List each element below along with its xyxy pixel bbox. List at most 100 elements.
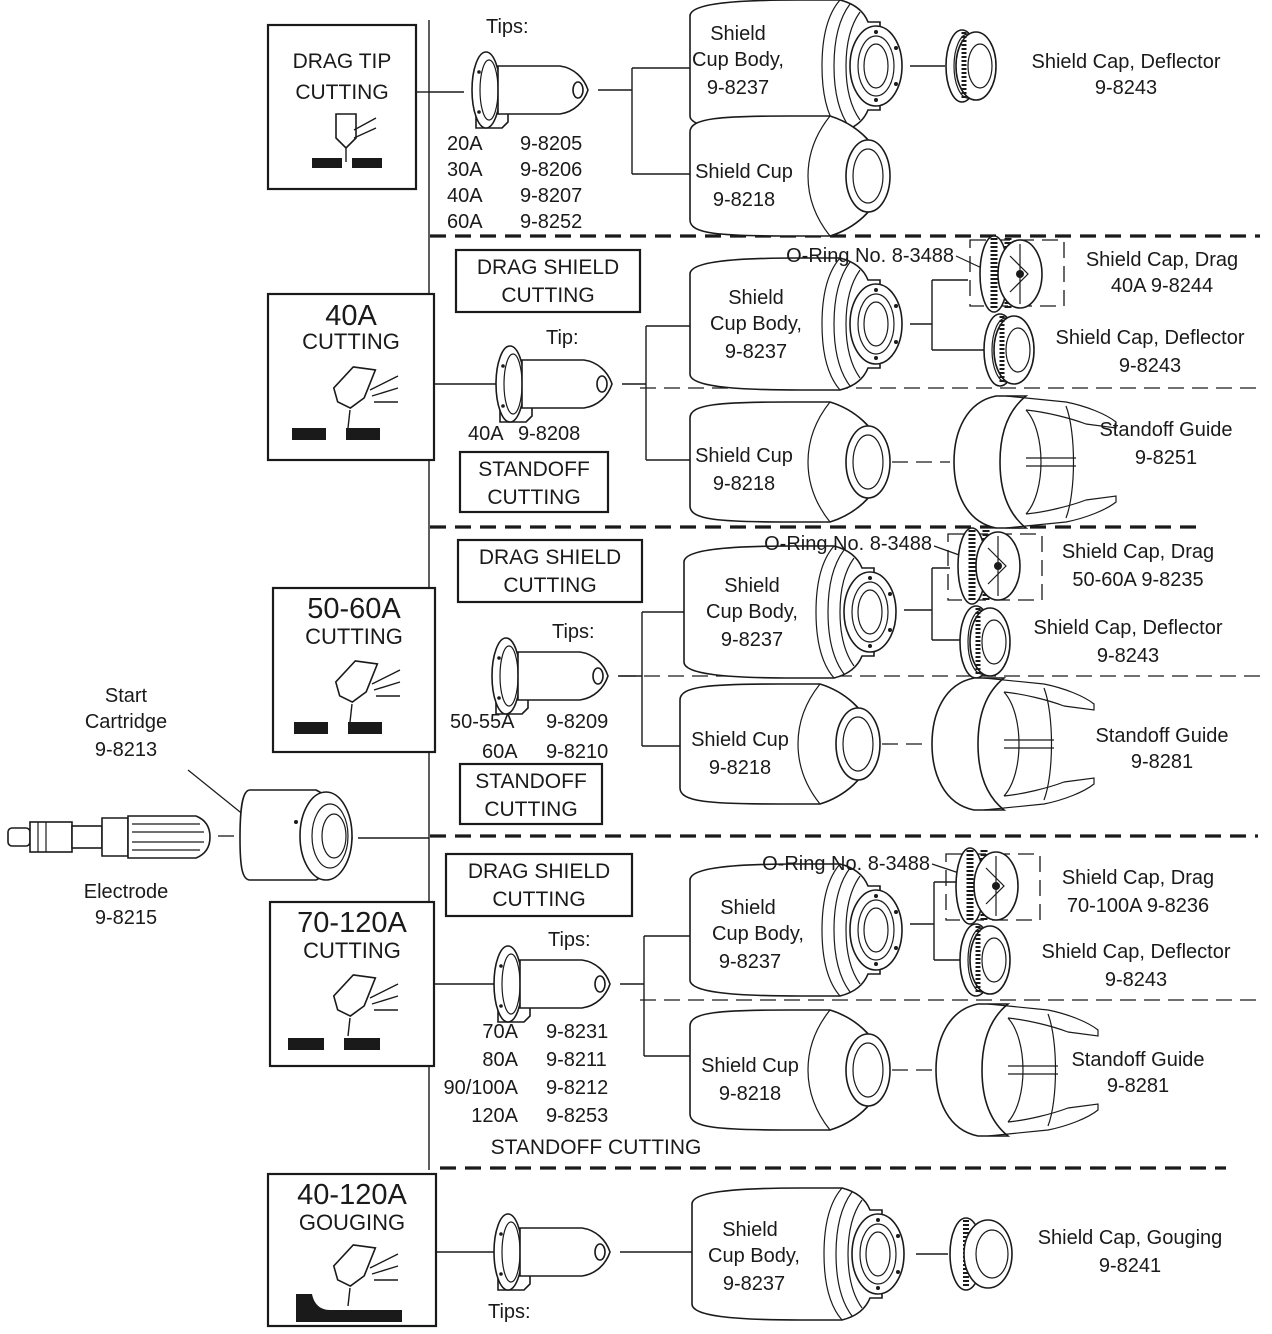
electrode-part	[8, 816, 210, 858]
shield-cup-number: 9-8218	[713, 473, 775, 495]
tip-part-number: 9-8208	[518, 423, 580, 445]
shield-cup-body-label: Shield	[720, 897, 776, 919]
tips-label: Tips:	[488, 1301, 531, 1323]
shield-cup-body-number: 9-8237	[719, 951, 781, 973]
oring-label: O-Ring No. 8-3488	[786, 245, 954, 267]
shield-cap-drag-part	[958, 528, 1020, 604]
standoff-guide-number: 9-8281	[1131, 751, 1193, 773]
drag-shield-title: CUTTING	[503, 574, 596, 597]
shield-cap-gouging-number: 9-8241	[1099, 1255, 1161, 1277]
shield-cup-body-label: Shield	[722, 1219, 778, 1241]
standoff-guide-part	[932, 678, 1094, 810]
drag-shield-title: DRAG SHIELD	[477, 256, 619, 279]
tip-amp: 70A	[482, 1021, 518, 1043]
tip-part	[492, 638, 608, 714]
shield-cup-body-label: Shield	[724, 575, 780, 597]
standoff-title: STANDOFF	[478, 458, 590, 481]
shield-cap-drag-part	[956, 848, 1018, 924]
standoff-guide-label: Standoff Guide	[1099, 419, 1232, 441]
tip-amp: 50-55A	[450, 711, 515, 733]
tip-part	[494, 1214, 610, 1290]
shield-cup-body-label: Cup Body,	[706, 601, 798, 623]
shield-cup-body-number: 9-8237	[723, 1273, 785, 1295]
shield-cup-body-label: Cup Body,	[710, 313, 802, 335]
amp-rating: 40A	[325, 300, 377, 332]
tip-part-number: 9-8211	[546, 1049, 607, 1071]
tip-part-number: 9-8207	[520, 185, 582, 207]
standoff-title: CUTTING	[484, 798, 577, 821]
shield-cup-body-label: Shield	[710, 23, 766, 45]
tip-list: 70A 9-8231 80A 9-8211 90/100A 9-8212 120…	[443, 1021, 608, 1127]
shield-cap-deflector-number: 9-8243	[1119, 355, 1181, 377]
drag-shield-title: DRAG SHIELD	[479, 546, 621, 569]
shield-cup-body-number: 9-8237	[721, 629, 783, 651]
shield-cup-label: Shield Cup	[691, 729, 789, 751]
shield-cap-gouging-part	[950, 1218, 1012, 1290]
tip-amp: 120A	[471, 1105, 518, 1127]
standoff-guide-number: 9-8251	[1135, 447, 1197, 469]
shield-cup-body-label: Cup Body,	[692, 49, 784, 71]
tip-amp: 20A	[447, 133, 483, 155]
amp-rating: 40-120A	[297, 1179, 407, 1211]
oring-label: O-Ring No. 8-3488	[762, 853, 930, 875]
tip-part-number: 9-8212	[546, 1077, 608, 1099]
shield-cup-label: Shield Cup	[701, 1055, 799, 1077]
shield-cap-deflector-number: 9-8243	[1097, 645, 1159, 667]
amp-rating: 50-60A	[307, 593, 401, 625]
shield-cap-drag-number: 50-60A 9-8235	[1072, 569, 1203, 591]
shield-cap-drag-label: Shield Cap, Drag	[1086, 249, 1238, 271]
standoff-guide-label: Standoff Guide	[1071, 1049, 1204, 1071]
electrode-number: 9-8215	[95, 907, 157, 929]
oring-label: O-Ring No. 8-3488	[764, 533, 932, 555]
start-cartridge-label: Start	[105, 685, 148, 707]
tip-part	[496, 346, 612, 422]
tip-list: 20A 9-8205 30A 9-8206 40A 9-8207 60A 9-8…	[447, 133, 582, 233]
tip-part-number: 9-8206	[520, 159, 582, 181]
start-cartridge-number: 9-8213	[95, 739, 157, 761]
mode-label: CUTTING	[303, 938, 401, 963]
drag-shield-title: CUTTING	[492, 888, 585, 911]
tip-amp: 60A	[482, 741, 518, 763]
tip-part-number: 9-8253	[546, 1105, 608, 1127]
standoff-guide-number: 9-8281	[1107, 1075, 1169, 1097]
standoff-guide-part	[954, 396, 1116, 528]
shield-cup-label: Shield Cup	[695, 161, 793, 183]
tip-amp: 80A	[482, 1049, 518, 1071]
shield-cap-deflector-part	[984, 314, 1034, 386]
shield-cup-number: 9-8218	[719, 1083, 781, 1105]
shield-cup-body-number: 9-8237	[707, 77, 769, 99]
tip-amp: 40A	[468, 423, 504, 445]
drag-shield-title: CUTTING	[501, 284, 594, 307]
shield-cap-deflector-number: 9-8243	[1095, 77, 1157, 99]
tip-part-number: 9-8210	[546, 741, 608, 763]
shield-cup-label: Shield Cup	[695, 445, 793, 467]
shield-cap-deflector-label: Shield Cap, Deflector	[1042, 941, 1231, 963]
tip-part-number: 9-8231	[546, 1021, 608, 1043]
start-cartridge-label: Cartridge	[85, 711, 167, 733]
shield-cap-deflector-label: Shield Cap, Deflector	[1034, 617, 1223, 639]
shield-cap-deflector-label: Shield Cap, Deflector	[1056, 327, 1245, 349]
shield-cup-number: 9-8218	[709, 757, 771, 779]
tip-amp: 30A	[447, 159, 483, 181]
mode-label: CUTTING	[302, 329, 400, 354]
tip-part	[472, 52, 588, 128]
shield-cap-drag-part	[980, 236, 1042, 312]
mode-title-line2: CUTTING	[295, 81, 388, 104]
tip-part-number: 9-8205	[520, 133, 582, 155]
drag-shield-title: DRAG SHIELD	[468, 860, 610, 883]
tips-label: Tips:	[548, 929, 591, 951]
tip-part-number: 9-8252	[520, 211, 582, 233]
tip-amp: 60A	[447, 211, 483, 233]
shield-cup-body-label: Cup Body,	[712, 923, 804, 945]
shield-cap-deflector-number: 9-8243	[1105, 969, 1167, 991]
shield-cup-number: 9-8218	[713, 189, 775, 211]
standoff-title: STANDOFF	[475, 770, 587, 793]
tip-amp: 40A	[447, 185, 483, 207]
shield-cap-deflector-part	[946, 30, 996, 102]
tips-label: Tips:	[552, 621, 595, 643]
standoff-guide-label: Standoff Guide	[1095, 725, 1228, 747]
tips-label: Tips:	[486, 16, 529, 38]
amp-rating: 70-120A	[297, 907, 407, 939]
mode-label: CUTTING	[305, 624, 403, 649]
standoff-title: STANDOFF CUTTING	[491, 1136, 702, 1159]
